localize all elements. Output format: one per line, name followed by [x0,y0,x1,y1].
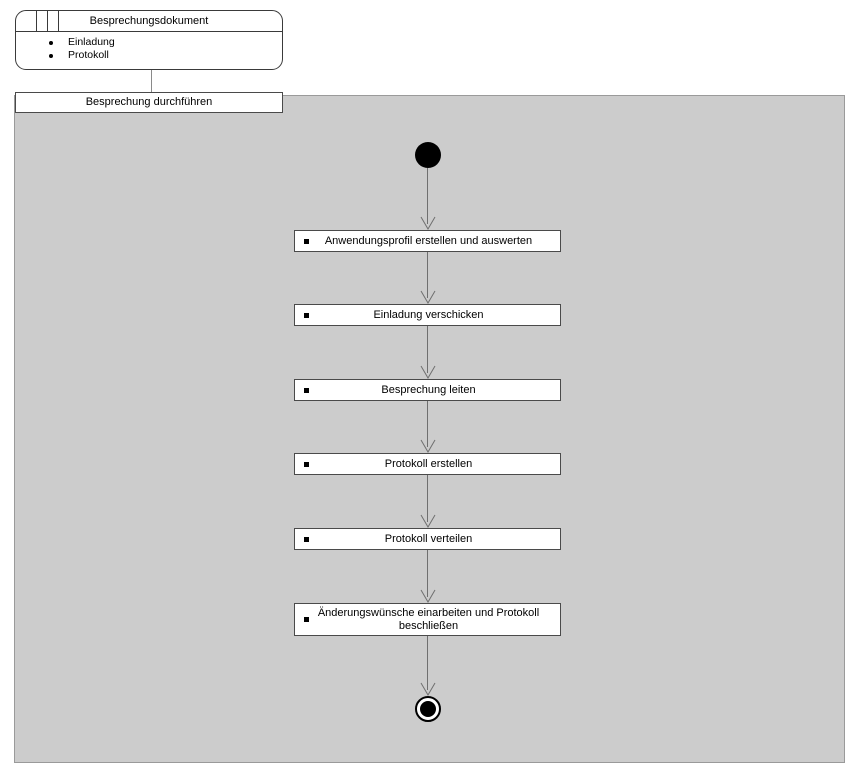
activity-final-node-icon[interactable] [415,696,441,722]
edge-action-4-to-action-5 [427,475,428,522]
action-node-2-label: Einladung verschicken [373,308,484,321]
arrowhead-icon [420,589,436,603]
note-tab-divider-1-icon [24,11,37,31]
action-marker-icon [304,536,309,542]
edge-action-2-to-action-3 [427,326,428,373]
arrowhead-icon [420,290,436,304]
action-node-1-label: Anwendungsprofil erstellen und auswerten [324,234,533,247]
note-tab-divider-2-icon [37,11,48,31]
action-node-4-label: Protokoll erstellen [384,457,473,470]
action-marker-icon [304,617,309,622]
action-node-2[interactable]: Einladung verschicken [294,304,561,326]
activity-frame-title-tab[interactable]: Besprechung durchführen [15,92,283,113]
edge-initial-to-action-1 [427,168,428,224]
activity-frame [14,95,845,763]
action-marker-icon [304,387,309,393]
note-item-list: Einladung Protokoll [16,36,282,62]
action-node-6-label: Änderungswünsche einarbeiten und Protoko… [317,606,540,632]
arrowhead-icon [420,216,436,230]
activity-frame-title-label: Besprechung durchführen [85,96,213,108]
arrowhead-icon [420,682,436,696]
action-node-1[interactable]: Anwendungsprofil erstellen und auswerten [294,230,561,252]
edge-action-6-to-final [427,636,428,690]
edge-action-5-to-action-6 [427,550,428,597]
arrowhead-icon [420,365,436,379]
action-marker-icon [304,238,309,244]
action-node-3[interactable]: Besprechung leiten [294,379,561,401]
arrowhead-icon [420,514,436,528]
action-node-5[interactable]: Protokoll verteilen [294,528,561,550]
note-besprechungsdokument[interactable]: Besprechungsdokument Einladung Protokoll [15,10,283,70]
action-node-6[interactable]: Änderungswünsche einarbeiten und Protoko… [294,603,561,636]
list-item: Einladung [16,36,282,49]
note-title: Besprechungsdokument [89,14,209,27]
list-item: Protokoll [16,49,282,62]
note-header: Besprechungsdokument [16,11,282,32]
action-node-4[interactable]: Protokoll erstellen [294,453,561,475]
action-node-5-label: Protokoll verteilen [384,532,473,545]
note-anchor-connector [151,70,152,92]
note-body: Einladung Protokoll [16,32,282,62]
edge-action-1-to-action-2 [427,252,428,298]
edge-action-3-to-action-4 [427,401,428,447]
action-marker-icon [304,461,309,467]
note-tab-dividers-icon [24,11,59,31]
action-node-3-label: Besprechung leiten [381,383,476,396]
note-tab-divider-3-icon [48,11,59,31]
arrowhead-icon [420,439,436,453]
initial-node-icon[interactable] [415,142,441,168]
action-marker-icon [304,312,309,318]
